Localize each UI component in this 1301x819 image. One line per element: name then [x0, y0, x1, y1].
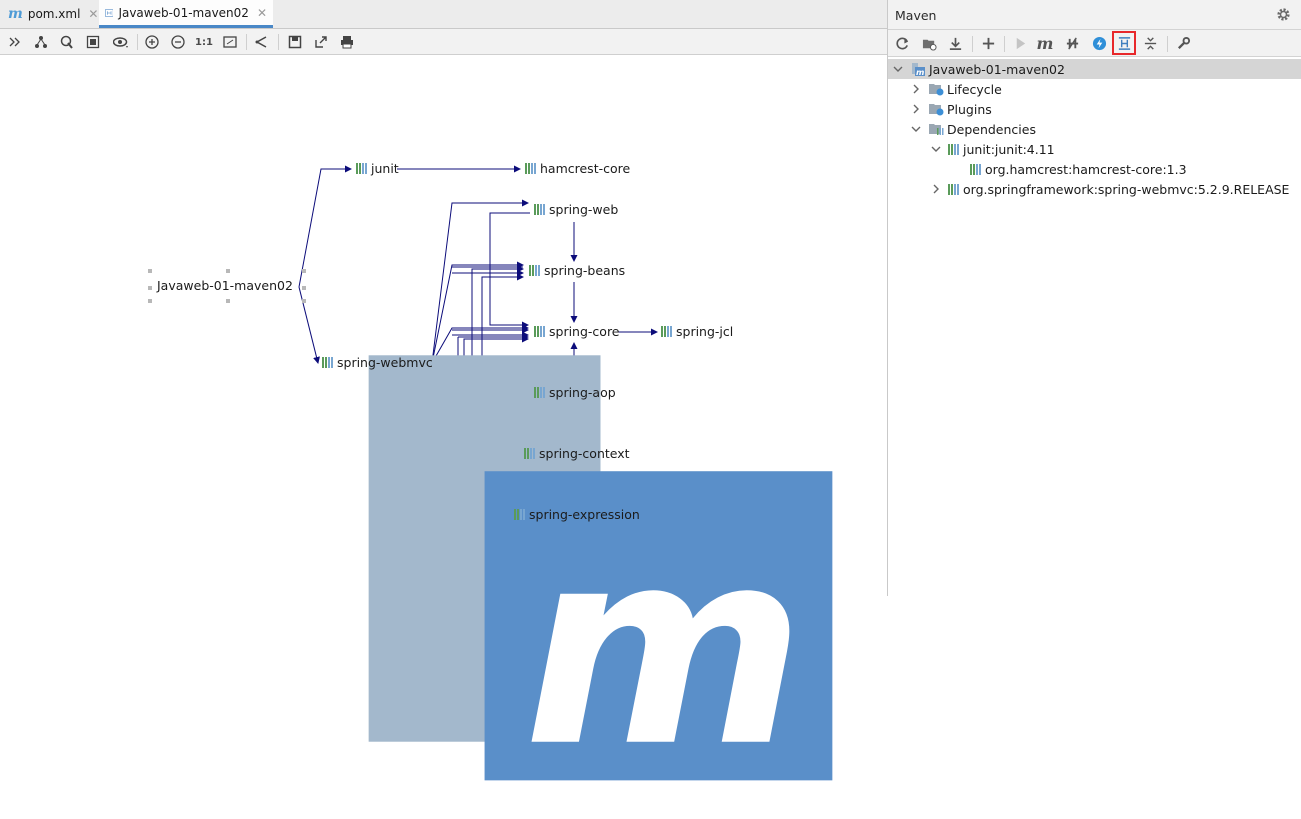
library-icon	[356, 163, 367, 174]
tree-item-root[interactable]: m Javaweb-01-maven02	[888, 59, 1301, 79]
refresh-layout-icon[interactable]	[58, 33, 76, 51]
tab-diagram[interactable]: Javaweb-01-maven02 ✕	[99, 0, 273, 28]
graph-node-root[interactable]: m Javaweb-01-maven02	[157, 278, 833, 806]
thunder-icon[interactable]	[1089, 33, 1109, 53]
save-icon[interactable]	[286, 33, 304, 51]
tree-item-hamcrest[interactable]: org.hamcrest:hamcrest-core:1.3	[888, 159, 1301, 179]
eye-icon[interactable]	[110, 33, 132, 51]
add-folder-icon[interactable]	[919, 33, 939, 53]
panel-divider[interactable]	[887, 0, 888, 596]
graph-node-spring-aop[interactable]: spring-aop	[534, 385, 616, 400]
print-icon[interactable]	[338, 33, 356, 51]
maven-tool-window: Maven m	[888, 0, 1301, 596]
editor-tab-bar: m pom.xml ✕ Javaweb-01-maven02 ✕	[0, 0, 887, 29]
library-icon	[525, 163, 536, 174]
library-icon	[948, 143, 959, 155]
plus-icon[interactable]	[978, 33, 998, 53]
download-icon[interactable]	[945, 33, 965, 53]
show-dependencies-icon[interactable]	[1112, 31, 1136, 55]
run-icon[interactable]	[1010, 33, 1030, 53]
module-icon: m	[912, 63, 925, 76]
tree-item-plugins[interactable]: Plugins	[888, 99, 1301, 119]
export-icon[interactable]	[312, 33, 330, 51]
tree-item-dependencies[interactable]: Dependencies	[888, 119, 1301, 139]
svg-text:m: m	[523, 491, 805, 806]
zoom-out-icon[interactable]	[169, 33, 187, 51]
dependency-graph-canvas[interactable]: m Javaweb-01-maven02 junit hamcrest-core…	[0, 55, 887, 806]
library-icon	[529, 265, 540, 276]
diagram-editor: m pom.xml ✕ Javaweb-01-maven02 ✕	[0, 0, 887, 806]
tree-item-lifecycle[interactable]: Lifecycle	[888, 79, 1301, 99]
collapse-all-icon[interactable]	[1140, 33, 1160, 53]
graph-node-spring-context[interactable]: spring-context	[524, 446, 630, 461]
wrench-icon[interactable]	[1173, 33, 1193, 53]
library-icon	[534, 326, 545, 337]
library-icon	[524, 448, 535, 459]
folder-gear-icon	[929, 104, 944, 116]
maven-toolbar: m	[888, 30, 1301, 57]
graph-node-spring-core[interactable]: spring-core	[534, 324, 620, 339]
library-icon	[514, 509, 525, 520]
chevron-right-icon[interactable]	[910, 103, 922, 115]
collapse-icon[interactable]	[6, 33, 24, 51]
maven-goal-icon[interactable]: m	[1036, 33, 1054, 53]
tab-pom-xml[interactable]: m pom.xml ✕	[8, 6, 99, 22]
graph-node-spring-beans[interactable]: spring-beans	[529, 263, 625, 278]
graph-node-spring-expression[interactable]: spring-expression	[514, 507, 640, 522]
maven-header: Maven	[888, 0, 1301, 30]
close-icon[interactable]: ✕	[256, 5, 267, 20]
toggle-offline-icon[interactable]	[1062, 33, 1082, 53]
library-icon	[534, 387, 545, 398]
library-icon	[970, 163, 981, 175]
fit-page-icon[interactable]	[221, 33, 239, 51]
gear-icon[interactable]	[1276, 7, 1291, 22]
diagram-icon	[105, 8, 114, 17]
folder-library-icon	[929, 124, 944, 135]
chevron-down-icon[interactable]	[910, 123, 922, 135]
layout-tree-icon[interactable]	[32, 33, 50, 51]
chevron-down-icon[interactable]	[892, 63, 904, 75]
svg-text:m: m	[916, 68, 924, 76]
tree-item-spring-webmvc[interactable]: org.springframework:spring-webmvc:5.2.9.…	[888, 179, 1301, 199]
graph-node-spring-web[interactable]: spring-web	[534, 202, 618, 217]
diagram-toolbar: 1:1	[0, 29, 887, 55]
tree-item-junit[interactable]: junit:junit:4.11	[888, 139, 1301, 159]
graph-node-spring-jcl[interactable]: spring-jcl	[661, 324, 733, 339]
close-icon[interactable]: ✕	[88, 7, 99, 21]
graph-node-junit[interactable]: junit	[356, 161, 399, 176]
share-icon[interactable]	[252, 33, 270, 51]
fit-content-icon[interactable]	[84, 33, 102, 51]
chevron-down-icon[interactable]	[930, 143, 942, 155]
reload-icon[interactable]	[892, 33, 912, 53]
maven-title: Maven	[895, 8, 937, 23]
actual-size-icon[interactable]: 1:1	[195, 36, 213, 48]
folder-gear-icon	[929, 84, 944, 96]
library-icon	[534, 204, 545, 215]
graph-node-spring-webmvc[interactable]: spring-webmvc	[322, 355, 433, 370]
chevron-right-icon[interactable]	[910, 83, 922, 95]
library-icon	[661, 326, 672, 337]
chevron-right-icon[interactable]	[930, 183, 942, 195]
library-icon	[948, 183, 959, 195]
library-icon	[322, 357, 333, 368]
maven-m-icon: m	[8, 6, 23, 22]
graph-node-hamcrest-core[interactable]: hamcrest-core	[525, 161, 630, 176]
zoom-in-icon[interactable]	[143, 33, 161, 51]
